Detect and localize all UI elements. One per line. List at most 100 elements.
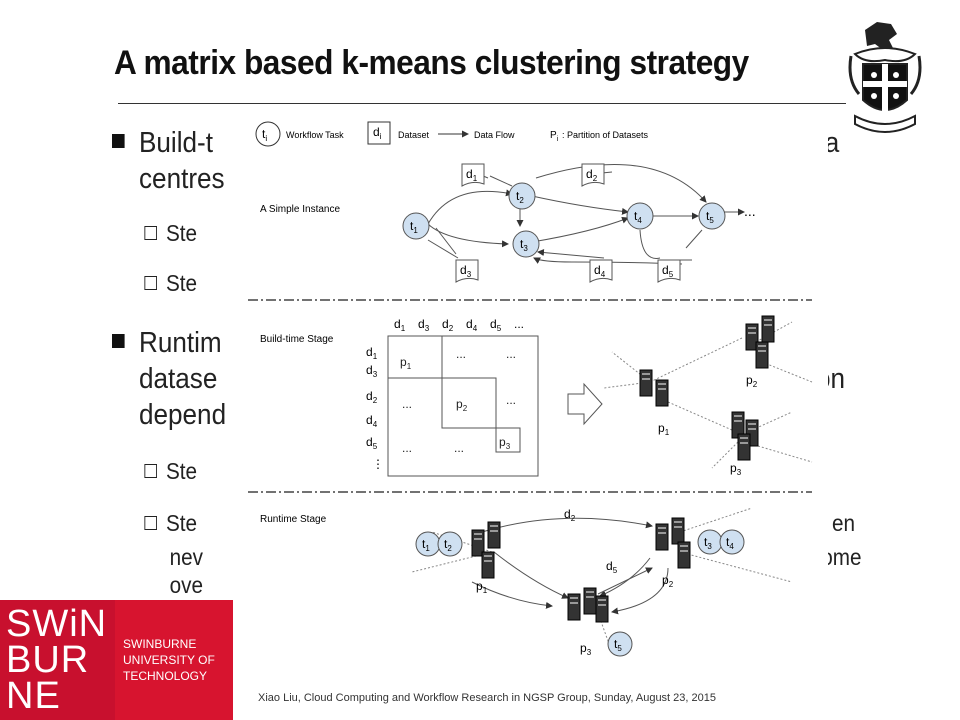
col-d3: d3 xyxy=(418,317,430,333)
task-t5: t5 xyxy=(706,209,714,225)
task-t2: t2 xyxy=(516,189,524,205)
sub-bullet-step3: Ste xyxy=(144,458,197,485)
bullet-text: Build-t xyxy=(139,127,213,159)
col-d4: d4 xyxy=(466,317,478,333)
dataset-d3: d3 xyxy=(460,263,472,279)
rt-task-t4: t4 xyxy=(726,535,734,551)
bullet-text: datase xyxy=(139,363,218,395)
title-divider xyxy=(118,103,846,104)
sub-bullet-step1: Ste xyxy=(144,220,197,247)
legend-data-label: Dataset xyxy=(398,130,430,140)
logo-line-2: BUR xyxy=(6,639,90,681)
bullet-runtime-line2: datase xyxy=(139,362,217,396)
bullet-text: depend xyxy=(139,399,227,431)
bullet-buildtime-right: a xyxy=(825,126,840,160)
legend-data-symbol: di xyxy=(373,125,382,141)
row-d1: d1 xyxy=(366,345,378,361)
task-t3: t3 xyxy=(520,237,528,253)
cell-dots-1: ... xyxy=(456,347,466,361)
matrix-grid xyxy=(387,335,539,477)
dataset-d4: d4 xyxy=(594,263,606,279)
rt-task-t2: t2 xyxy=(444,537,452,553)
logo-line-3: NE xyxy=(6,675,61,717)
dataset-d2: d2 xyxy=(586,167,598,183)
instance-ellipsis: ... xyxy=(744,203,756,219)
hollow-square-icon xyxy=(144,515,157,530)
buildtime-servers: p1 p2 p3 xyxy=(603,315,813,477)
cell-dots-5: ... xyxy=(402,441,412,455)
logo-sub-line-2: UNIVERSITY OF xyxy=(123,653,215,667)
bullet-runtime-line3: depend xyxy=(139,398,226,432)
sub-bullet-step2: Ste xyxy=(144,270,197,297)
rt-task-t3: t3 xyxy=(704,535,712,551)
sub-bullet-step4: Ste xyxy=(144,510,197,537)
clustering-figure: ti Workflow Task di Dataset Data Flow Pi… xyxy=(232,112,828,680)
dataset-nodes xyxy=(455,163,681,283)
task-t1: t1 xyxy=(410,219,418,235)
cell-p2: p2 xyxy=(456,397,468,413)
hollow-square-icon xyxy=(144,275,157,290)
legend-task-label: Workflow Task xyxy=(286,130,344,140)
clustering-diagram: ti Workflow Task di Dataset Data Flow Pi… xyxy=(248,121,813,657)
transform-arrow-icon xyxy=(567,382,603,426)
row-d2: d2 xyxy=(366,389,378,405)
col-d2: d2 xyxy=(442,317,454,333)
rt-task-t1: t1 xyxy=(422,537,430,553)
matrix-cells: p1 ... ... ... p2 ... ... ... p3 xyxy=(400,347,516,455)
row-d4: d4 xyxy=(366,413,378,429)
bullet-square-icon xyxy=(112,334,125,349)
bullet-square-icon xyxy=(112,134,125,149)
legend-task-symbol: ti xyxy=(262,127,267,143)
cell-dots-2: ... xyxy=(506,347,516,361)
legend-partition-symbol: Pi xyxy=(550,130,559,143)
logo-sub-line-1: SWINBURNE xyxy=(123,637,197,651)
row-more: ⋮ xyxy=(372,457,384,471)
cell-p1: p1 xyxy=(400,355,412,371)
logo-block-secondary xyxy=(115,600,233,720)
row-d5: d5 xyxy=(366,435,378,451)
logo-block xyxy=(0,600,115,720)
section-build-time: Build-time Stage xyxy=(260,334,334,345)
cell-p3: p3 xyxy=(499,435,511,451)
matrix-col-headers: d1 d3 d2 d4 d5 ... xyxy=(394,317,524,333)
col-d1: d1 xyxy=(394,317,406,333)
section-runtime: Runtime Stage xyxy=(260,514,327,525)
dataset-d5: d5 xyxy=(662,263,674,279)
logo-line-1: SWiN xyxy=(6,603,108,645)
bullet-runtime: Runtim xyxy=(112,326,222,360)
legend-partition-label: : Partition of Datasets xyxy=(562,130,649,140)
bullet-text: centres xyxy=(139,163,225,195)
university-crest-icon xyxy=(848,22,922,133)
rt-task-t5: t5 xyxy=(614,637,622,653)
legend-flow-label: Data Flow xyxy=(474,130,515,140)
cell-dots-6: ... xyxy=(454,441,464,455)
hollow-square-icon xyxy=(144,463,157,478)
cell-dots-3: ... xyxy=(402,397,412,411)
rt-p3-label: p3 xyxy=(580,641,592,657)
bullet-buildtime-line2: centres xyxy=(139,162,225,196)
bullet-buildtime: Build-t xyxy=(112,126,213,160)
swinburne-logo: SWiN BUR NE xyxy=(6,603,108,717)
rt-p1-label: p1 xyxy=(476,579,488,595)
rt-dataset-d2: d2 xyxy=(564,507,576,523)
cluster-p1-label: p1 xyxy=(658,421,670,437)
dataset-d1: d1 xyxy=(466,167,478,183)
sub-bullet-text: Ste xyxy=(166,458,198,484)
bullet-list: Build-t a centres Ste Ste Runtim datase … xyxy=(112,0,861,640)
task-t4: t4 xyxy=(634,209,642,225)
logo-sub-line-3: TECHNOLOGY xyxy=(123,669,208,683)
col-more: ... xyxy=(514,317,524,331)
matrix-row-headers: d1 d3 d2 d4 d5 ⋮ xyxy=(366,345,384,471)
sub-bullet-step4-right: en xyxy=(832,510,856,536)
sub-bullet-step4-line2: nev xyxy=(169,544,203,570)
slide-footer: Xiao Liu, Cloud Computing and Workflow R… xyxy=(258,692,716,704)
bullet-text: Runtim xyxy=(139,327,222,359)
sub-bullet-text: Ste xyxy=(166,270,198,296)
cell-dots-4: ... xyxy=(506,393,516,407)
col-d5: d5 xyxy=(490,317,502,333)
legend: ti Workflow Task di Dataset Data Flow Pi… xyxy=(255,121,649,147)
row-d3: d3 xyxy=(366,363,378,379)
logo-subtitle: SWINBURNE UNIVERSITY OF TECHNOLOGY xyxy=(123,636,233,684)
sub-bullet-step4-line3: ove xyxy=(169,572,203,598)
cluster-p3-label: p3 xyxy=(730,461,742,477)
